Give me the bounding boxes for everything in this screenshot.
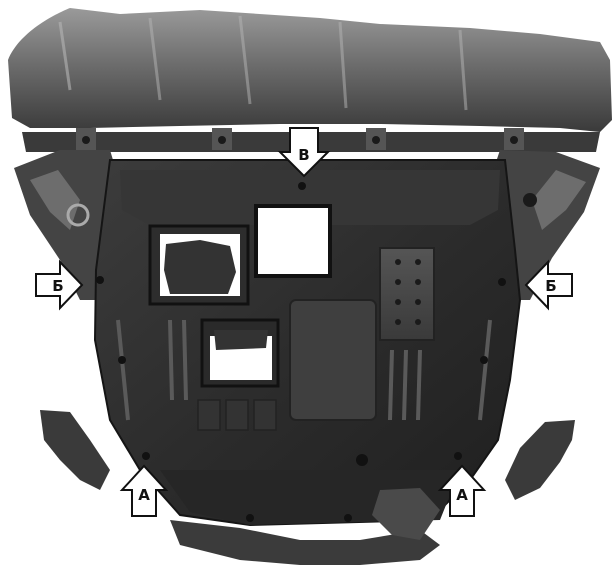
arrow-left-b: Б <box>35 259 84 311</box>
arrow-bottom-right-a: А <box>437 464 487 517</box>
arrow-top-v: В <box>277 127 331 178</box>
arrow-right-b: Б <box>524 259 573 311</box>
label-right-b: Б <box>545 277 556 295</box>
engine-guard-plate <box>93 159 522 527</box>
arrow-bottom-left-a: А <box>119 464 169 517</box>
label-top-v: В <box>298 146 309 164</box>
label-bottom-left-a: А <box>138 486 150 504</box>
front-bumper <box>8 8 612 132</box>
lower-suspension-parts <box>40 410 575 565</box>
label-left-b: Б <box>52 277 63 295</box>
label-bottom-right-a: А <box>456 486 468 504</box>
